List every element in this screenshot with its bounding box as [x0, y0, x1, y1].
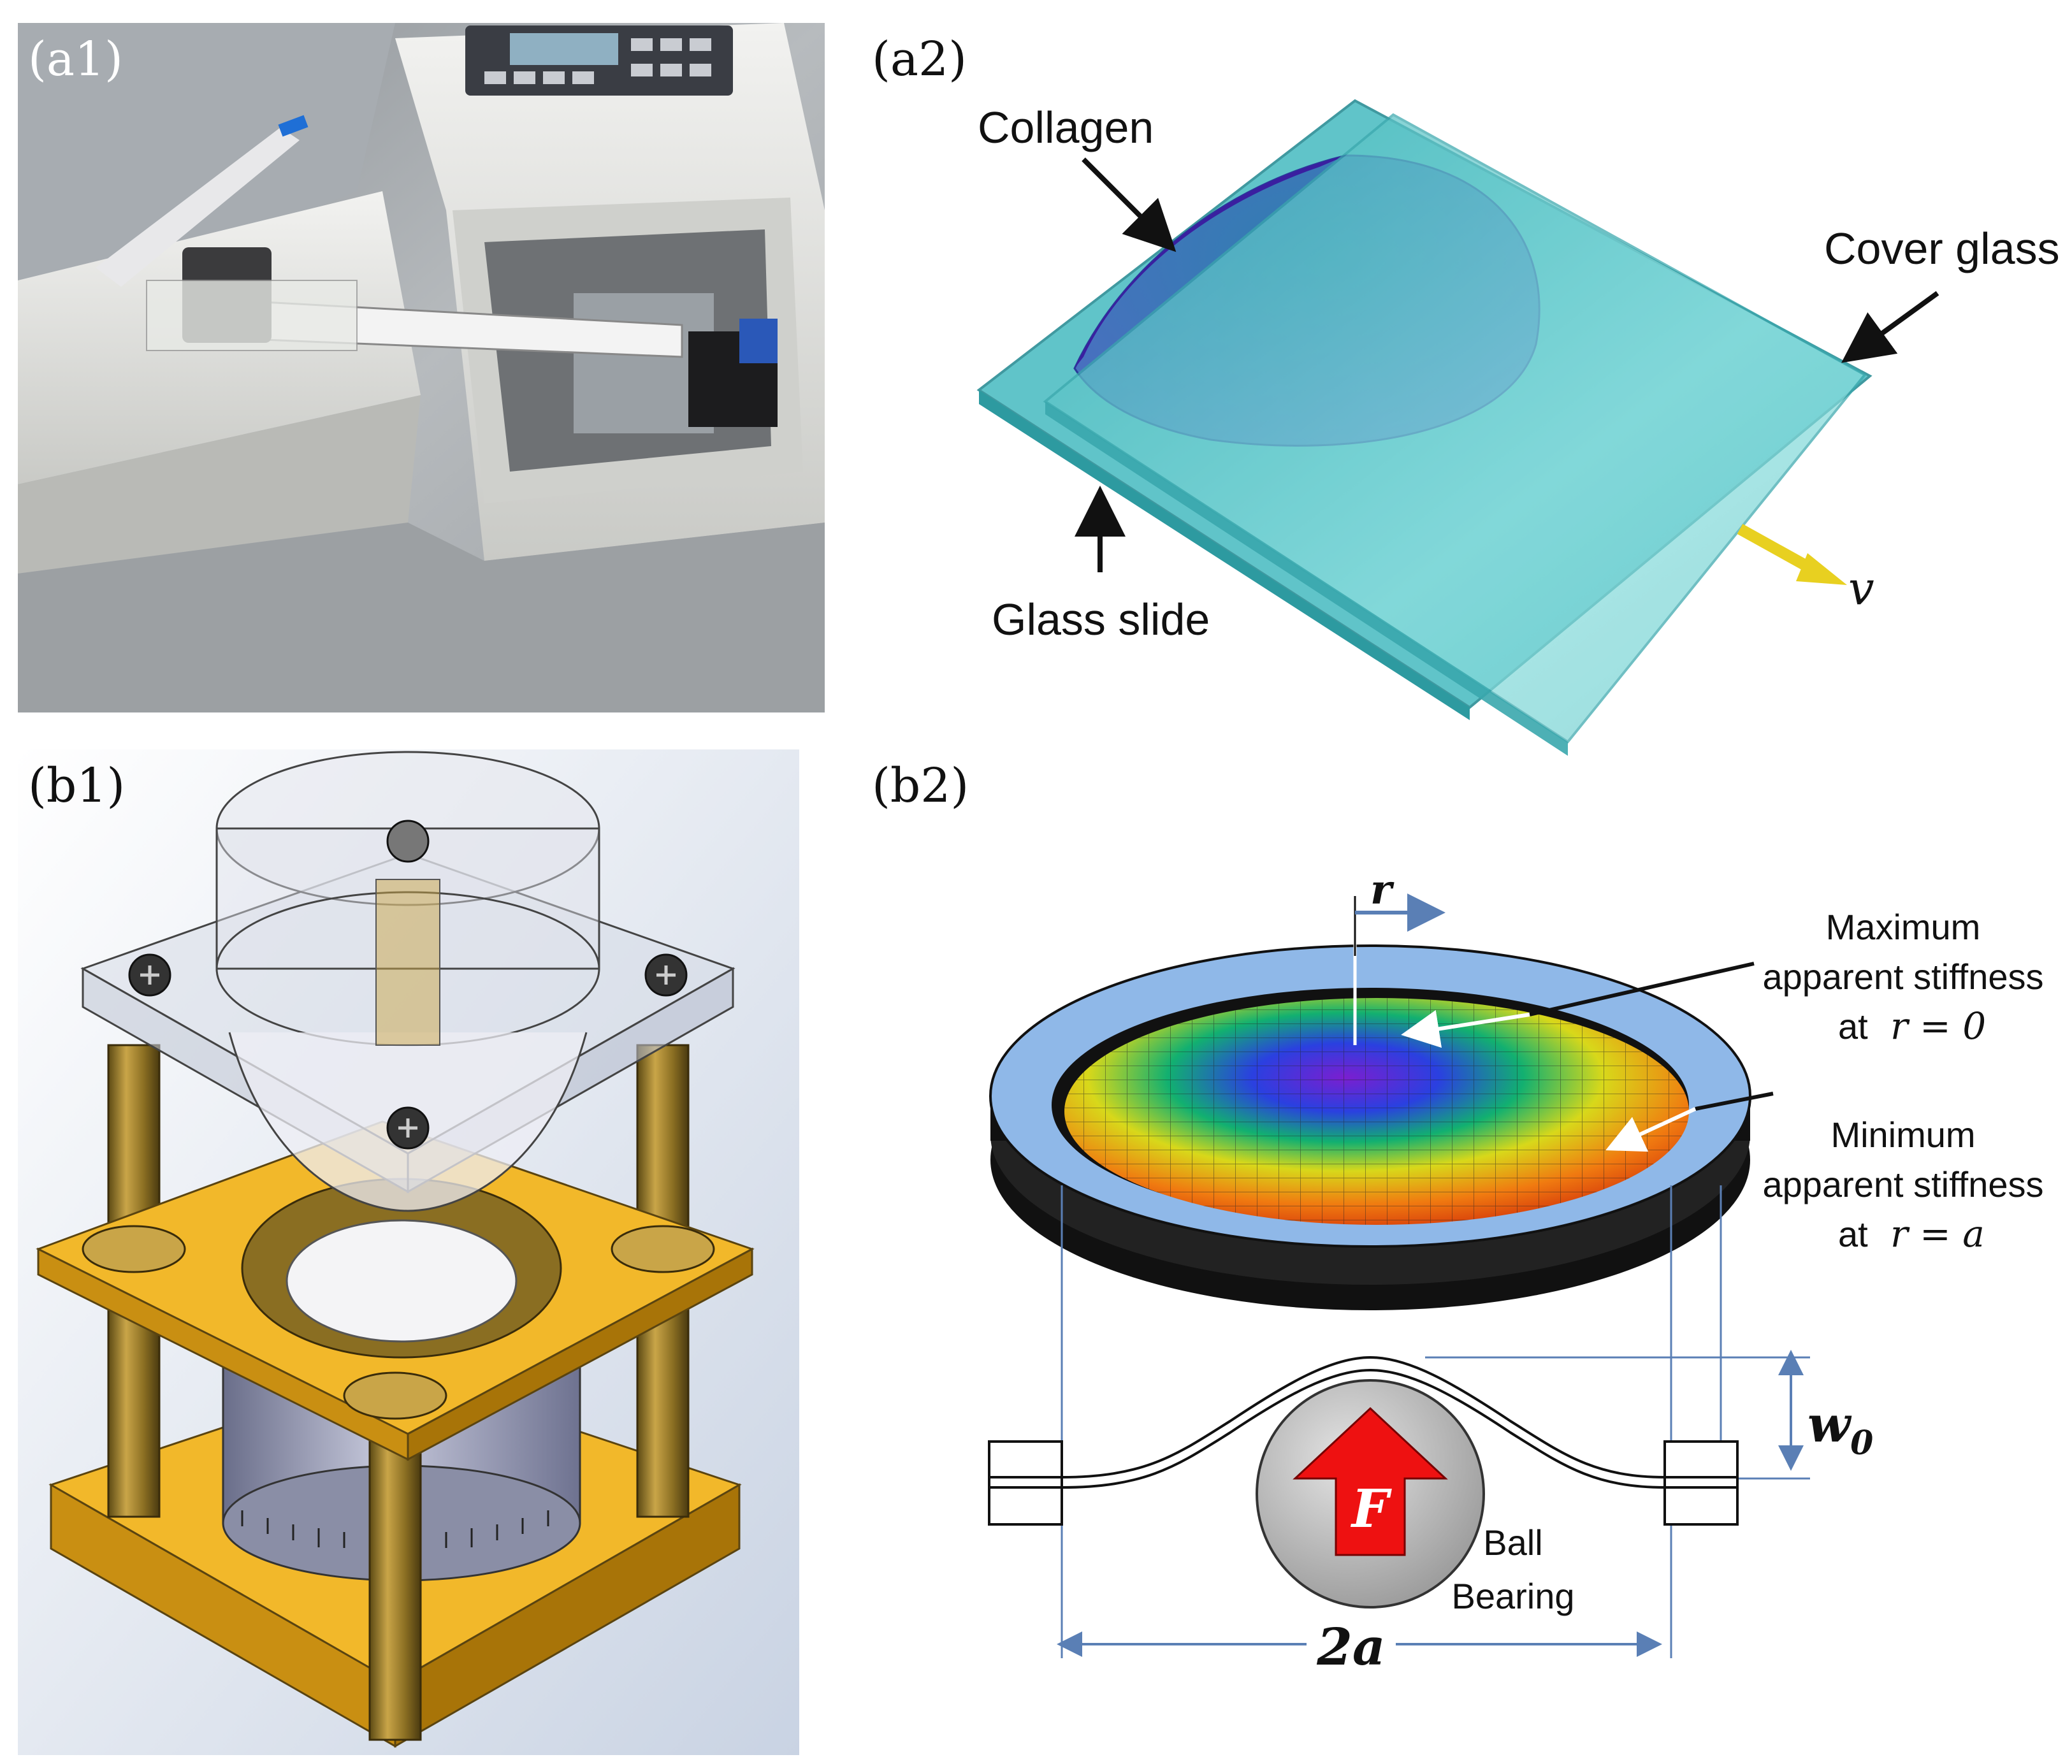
panel-a1-photo: (a1) [18, 23, 825, 712]
cover-glass-edge [1045, 401, 1568, 756]
cover-glass-arrow [1841, 291, 1939, 363]
photo-back-surface [18, 23, 395, 331]
min-stiffness-callout: Minimum apparent stiffness at r = a [1605, 1092, 2044, 1255]
w0-label: w0 [1808, 1396, 1873, 1463]
middle-plate-front-right [407, 1247, 753, 1461]
membrane-lower [989, 1368, 1737, 1489]
photo-blue-terminal [739, 319, 778, 363]
span-label: 2a [1316, 1617, 1386, 1677]
span-label-bg [1307, 1616, 1396, 1674]
collar-right [611, 1225, 715, 1273]
screw-icon [128, 820, 688, 1150]
photo-pipette-tip [278, 115, 308, 137]
glass-slide-edge [979, 390, 1470, 720]
photo-left-box-front [18, 395, 421, 574]
cover-glass [1043, 113, 1867, 744]
svg-text:Minimum: Minimum [1830, 1115, 1975, 1155]
svg-text:r = a: r = a [1890, 1212, 1985, 1255]
velocity-arrowhead [1796, 553, 1847, 585]
panel-b2-diagram: (b2) r Maximum apparent stiffness at r =… [872, 758, 2044, 1677]
photo-lcd-screen [510, 33, 618, 65]
collagen-arrow [1082, 157, 1177, 252]
clamp-left [988, 1440, 1063, 1526]
svg-text:Maximum: Maximum [1826, 907, 1981, 947]
photo-glass-slide [146, 280, 358, 351]
svg-text:at: at [1838, 1214, 1868, 1254]
collagen-label: Collagen [978, 103, 1154, 152]
cover-glass-label: Cover glass [1824, 224, 2060, 273]
force-label: F [1351, 1478, 1392, 1540]
photo-pipette [96, 127, 300, 287]
panel-label-a1: (a1) [28, 32, 123, 87]
ball-label-line2: Bearing [1451, 1576, 1574, 1616]
panel-a2-schematic: (a2) Collagen Cover glass Glass slide v [872, 32, 2060, 756]
panel-label-b1: (b1) [28, 758, 125, 813]
clamp-right [1663, 1440, 1739, 1526]
collar-front [343, 1371, 447, 1420]
photo-keypad [484, 38, 711, 84]
photo-floor [18, 523, 825, 712]
svg-text:at: at [1838, 1006, 1868, 1046]
middle-plate-hole-inner [286, 1219, 518, 1343]
dish-stem [375, 879, 440, 1046]
panel-label-b2: (b2) [872, 758, 969, 813]
svg-text:r = 0: r = 0 [1890, 1004, 1986, 1048]
panel-label-a2: (a2) [872, 32, 967, 87]
ball-label-line1: Ball [1483, 1522, 1542, 1563]
force-arrow [1293, 1406, 1448, 1556]
collar-left [82, 1225, 186, 1273]
max-stiffness-callout: Maximum apparent stiffness at r = 0 [1401, 907, 2044, 1048]
svg-text:apparent stiffness: apparent stiffness [1762, 1164, 2043, 1204]
membrane-upper [989, 1356, 1737, 1478]
r-label: r [1370, 866, 1395, 914]
panel-b1-cad: (b1) [18, 749, 799, 1755]
svg-text:apparent stiffness: apparent stiffness [1762, 957, 2043, 997]
velocity-label: v [1848, 561, 1874, 615]
stiffness-dome-mesh [1064, 998, 1689, 1225]
glass-slide-label: Glass slide [992, 595, 1210, 644]
